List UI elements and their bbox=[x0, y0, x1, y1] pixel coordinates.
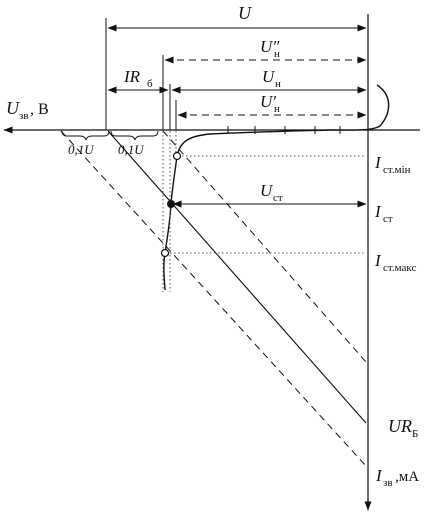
ir-b-label: IR bbox=[123, 67, 141, 86]
i-st-sub: ст bbox=[383, 213, 393, 225]
voltage-axis-unit: , В bbox=[30, 101, 49, 118]
i-axis-label: I bbox=[375, 466, 383, 485]
i-st-label: I bbox=[374, 202, 382, 221]
tenth-u-left-label: 0,1U bbox=[68, 142, 95, 157]
ir-b-sub: б bbox=[147, 78, 153, 90]
un-double-prime-label: U″ bbox=[260, 37, 280, 56]
i-st-min-label: I bbox=[374, 153, 382, 172]
operating-point-nominal bbox=[167, 200, 175, 208]
i-axis-sub: зв bbox=[383, 477, 393, 489]
i-axis-unit: ,мА bbox=[395, 469, 419, 485]
i-st-min-sub: ст.мін bbox=[383, 164, 411, 176]
u-total-label: U bbox=[238, 3, 252, 23]
zener-characteristic-curve bbox=[163, 84, 390, 291]
u-st-label: U bbox=[260, 181, 274, 200]
un-prime-sub: н bbox=[274, 103, 280, 115]
un-sub: н bbox=[275, 78, 281, 90]
un-label: U bbox=[262, 67, 276, 86]
load-line bbox=[107, 130, 367, 424]
u-st-sub: ст bbox=[273, 192, 283, 204]
voltage-axis-label: U bbox=[6, 98, 20, 118]
load-line-dashed-left bbox=[60, 130, 367, 467]
un-prime-label: U′ bbox=[260, 92, 276, 111]
tenth-u-right-label: 0,1U bbox=[118, 142, 145, 157]
i-st-max-sub: ст.макс bbox=[383, 262, 416, 274]
voltage-axis-sub: зв bbox=[19, 110, 29, 122]
tenth-u-brace-right bbox=[110, 130, 159, 141]
un-double-prime-sub: н bbox=[274, 48, 280, 60]
i-st-max-label: I bbox=[374, 251, 382, 270]
operating-point-max bbox=[160, 248, 170, 258]
ur-b-label: UR bbox=[388, 416, 412, 436]
ur-b-sub: Б bbox=[412, 428, 418, 440]
tenth-u-brace-left bbox=[61, 130, 110, 141]
operating-point-min bbox=[172, 151, 182, 161]
load-line-dashed-right bbox=[162, 130, 367, 363]
